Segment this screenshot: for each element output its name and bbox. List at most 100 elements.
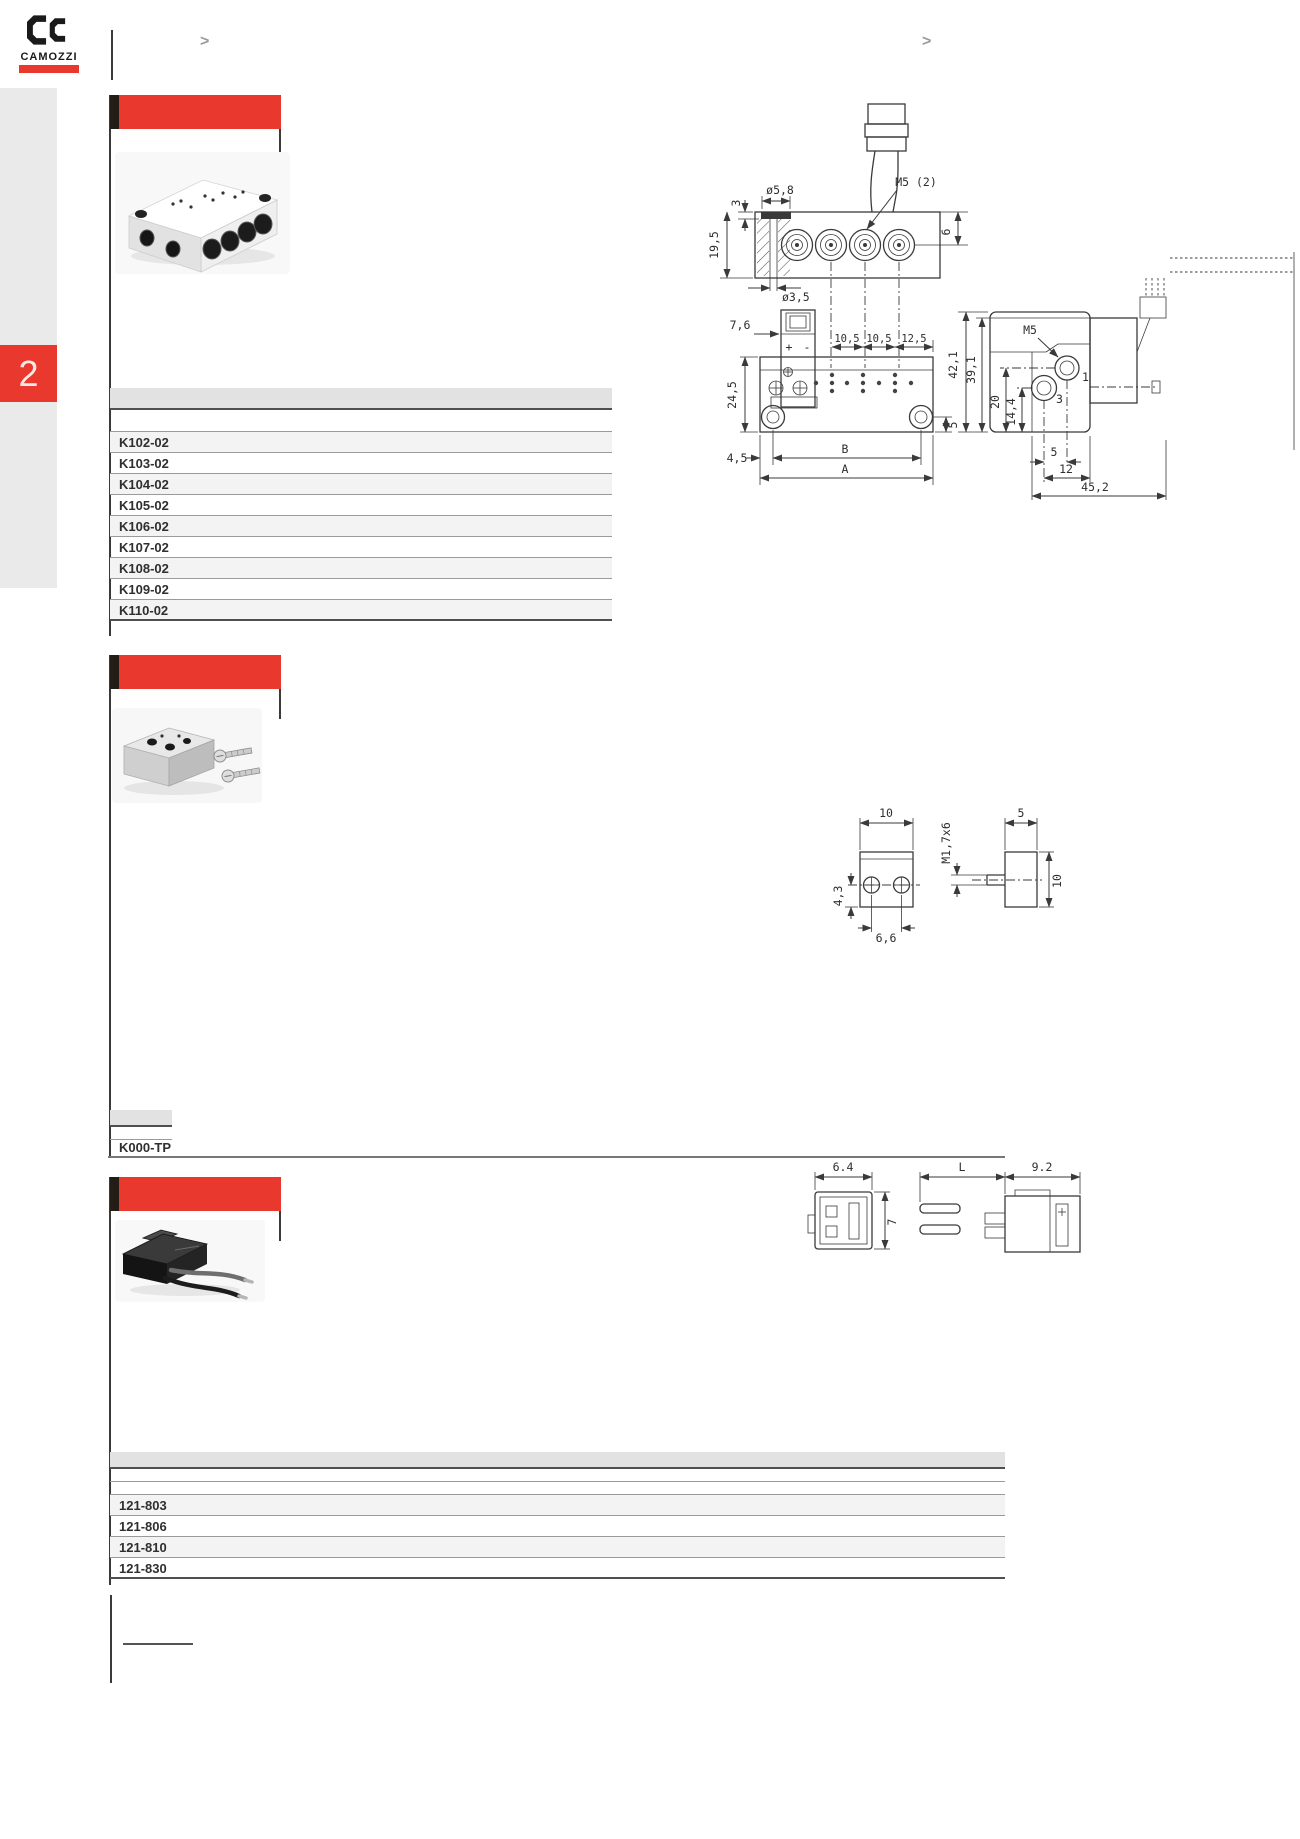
dim-edge-offset: 4,5 — [727, 451, 748, 465]
dim-dia-hole: ø3,5 — [782, 290, 810, 304]
dim-conn-width: 6.4 — [833, 1160, 854, 1174]
plate-table-gap — [110, 1127, 172, 1140]
section3-rule — [109, 1177, 111, 1585]
table-row: K102-02 — [110, 432, 612, 453]
breadcrumb-chevron-right: > — [922, 33, 932, 50]
camozzi-logo: CAMOZZI — [18, 10, 80, 73]
front-view: + - 7,6 — [725, 309, 960, 485]
table-row: K110-02 — [110, 600, 612, 621]
section3-header-bar — [110, 1177, 281, 1211]
brand-red-bar — [19, 65, 79, 73]
screw-icon — [213, 747, 253, 763]
brand-name: CAMOZZI — [20, 51, 78, 63]
dim-w-port1: 12 — [1059, 462, 1073, 476]
dim-h-port1: 20 — [988, 395, 1002, 409]
section1-dropline — [279, 129, 281, 159]
table-row: K106-02 — [110, 516, 612, 537]
manifold-product-image — [115, 152, 290, 274]
header-divider — [111, 30, 113, 80]
footer-rule-vertical — [110, 1595, 112, 1683]
section2-header-bar — [110, 655, 281, 689]
table-row: K109-02 — [110, 579, 612, 600]
dim-h-valve: 39,1 — [964, 356, 978, 384]
section2-bar-red — [119, 655, 281, 689]
section-view: 6 3 ø5,8 M5 (2) 19,5 ø3,5 — [707, 103, 968, 368]
dim-plate-height: 10 — [1050, 874, 1064, 888]
connector-table-gap — [110, 1482, 1005, 1495]
dim-w-ports: 5 — [1051, 445, 1058, 459]
valve-minus: - — [804, 340, 811, 354]
connector-table-header — [110, 1452, 1005, 1469]
dim-thread-top: M5 (2) — [895, 175, 937, 189]
dim-conn-height: 7 — [885, 1218, 899, 1225]
table-row: K108-02 — [110, 558, 612, 579]
connector-table: 121-803 121-806 121-810 121-830 — [110, 1452, 1005, 1579]
manifold-table-gap — [110, 410, 612, 432]
camozzi-logo-icon — [27, 15, 66, 45]
chapter-tab: 2 — [0, 345, 57, 402]
dim-body-depth: 9.2 — [1032, 1160, 1053, 1174]
section3-dropline — [279, 1211, 281, 1241]
table-row: K000-TP — [119, 1140, 172, 1155]
table-row: 121-803 — [110, 1495, 1005, 1516]
section3-bar-red — [119, 1177, 281, 1211]
dim-dia-top: ø5,8 — [766, 183, 794, 197]
screw-icon — [221, 767, 261, 783]
chapter-number: 2 — [18, 352, 39, 394]
sidebar-band — [0, 88, 57, 588]
dim-pitch-c: 12,5 — [901, 333, 926, 345]
plate-technical-drawing: 10 4,3 6,6 5 M1,7x6 10 — [831, 806, 1064, 945]
section1-bar-red — [119, 95, 281, 129]
dim-wire-length: L — [959, 1160, 966, 1174]
dim-port-axis: 6 — [939, 228, 953, 235]
table-row: K105-02 — [110, 495, 612, 516]
section1-bar-notch — [110, 95, 119, 129]
dim-b: B — [842, 442, 849, 456]
section1-header-bar — [110, 95, 281, 129]
table-row: 121-806 — [110, 1516, 1005, 1537]
manifold-technical-drawing: 6 3 ø5,8 M5 (2) 19,5 ø3,5 — [707, 103, 1295, 500]
section2-bar-notch — [110, 655, 119, 689]
manifold-table-header — [110, 388, 612, 410]
dim-height: 19,5 — [707, 231, 721, 259]
dim-screw-axis: 4,3 — [831, 886, 845, 907]
table-row: 121-810 — [110, 1537, 1005, 1558]
valve-footprint — [768, 367, 818, 409]
section2-dropline — [279, 689, 281, 719]
dim-h-total: 42,1 — [946, 351, 960, 379]
port1-label: 1 — [1082, 370, 1089, 384]
plate-table-bottom-rule — [108, 1156, 1005, 1158]
dim-thread-side: M5 — [1023, 323, 1037, 337]
footer-rule-horizontal — [123, 1643, 193, 1645]
dim-valve-offset: 7,6 — [730, 318, 751, 332]
dim-hole-edge: 5 — [946, 422, 960, 429]
dim-plate-width: 10 — [879, 806, 893, 820]
port3-label: 3 — [1056, 392, 1063, 406]
plate-product-image — [112, 708, 262, 803]
table-row: K104-02 — [110, 474, 612, 495]
table-row: 121-830 — [110, 1558, 1005, 1579]
dim-pitch-b: 10,5 — [866, 333, 891, 345]
section3-bar-notch — [110, 1177, 119, 1211]
connector-product-image — [115, 1220, 265, 1302]
side-view: 1 3 M5 42,1 39,1 — [946, 252, 1295, 500]
port-holes — [780, 228, 916, 262]
section2-rule — [109, 655, 111, 1158]
breadcrumb-chevron-left: > — [200, 33, 210, 50]
dim-screw-pitch: 6,6 — [876, 931, 897, 945]
dim-plate-depth: 5 — [1018, 806, 1025, 820]
valve-plus: + — [786, 340, 793, 354]
table-row: K107-02 — [110, 537, 612, 558]
dim-depth-total: 45,2 — [1081, 480, 1109, 494]
table-row: K103-02 — [110, 453, 612, 474]
hole-pattern — [813, 372, 914, 394]
dim-a: A — [842, 462, 849, 476]
dim-h-port3: 14,4 — [1004, 398, 1018, 426]
connector-technical-drawing: 6.4 7 L 9.2 — [807, 1160, 1081, 1253]
plate-table-header — [110, 1110, 172, 1127]
dim-plate-thread: M1,7x6 — [939, 822, 953, 864]
connector-table-gap — [110, 1469, 1005, 1482]
dim-height-front: 24,5 — [725, 381, 739, 409]
section1-rule — [109, 95, 111, 636]
